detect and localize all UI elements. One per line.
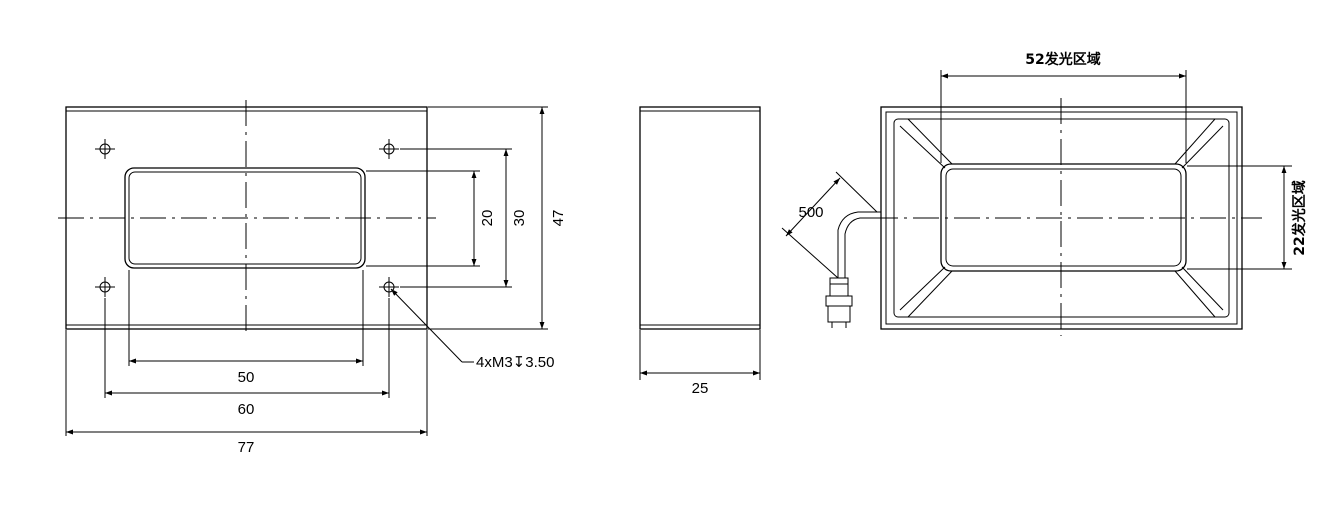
cable-connector — [825, 211, 881, 328]
hole-callout-text: 4xM3↧3.50 — [476, 354, 554, 371]
side-view: 25 — [639, 106, 761, 397]
rear-view: 52发光区域 22发光区域 500 — [781, 51, 1308, 336]
mounting-holes — [95, 139, 399, 297]
dim-text-47: 47 — [550, 210, 567, 227]
front-view: 77 60 50 47 30 20 4xM3↧3.50 — [58, 100, 567, 456]
dim-text-22: 22发光区域 — [1291, 180, 1308, 255]
dim-text-60: 60 — [238, 401, 255, 418]
hole-callout-leader — [390, 288, 463, 363]
dim-text-20: 20 — [479, 210, 496, 227]
dim-line-500 — [785, 177, 841, 237]
rear-light-window-outer — [940, 163, 1187, 272]
dim-text-500: 500 — [798, 204, 823, 221]
dim-text-52: 52发光区域 — [1025, 51, 1100, 68]
rear-light-window-inner — [945, 168, 1182, 267]
dim-text-77: 77 — [238, 439, 255, 456]
dim-text-50: 50 — [238, 369, 255, 386]
dim-text-25: 25 — [692, 380, 709, 397]
dim-text-30: 30 — [511, 210, 528, 227]
side-outline — [639, 106, 761, 330]
